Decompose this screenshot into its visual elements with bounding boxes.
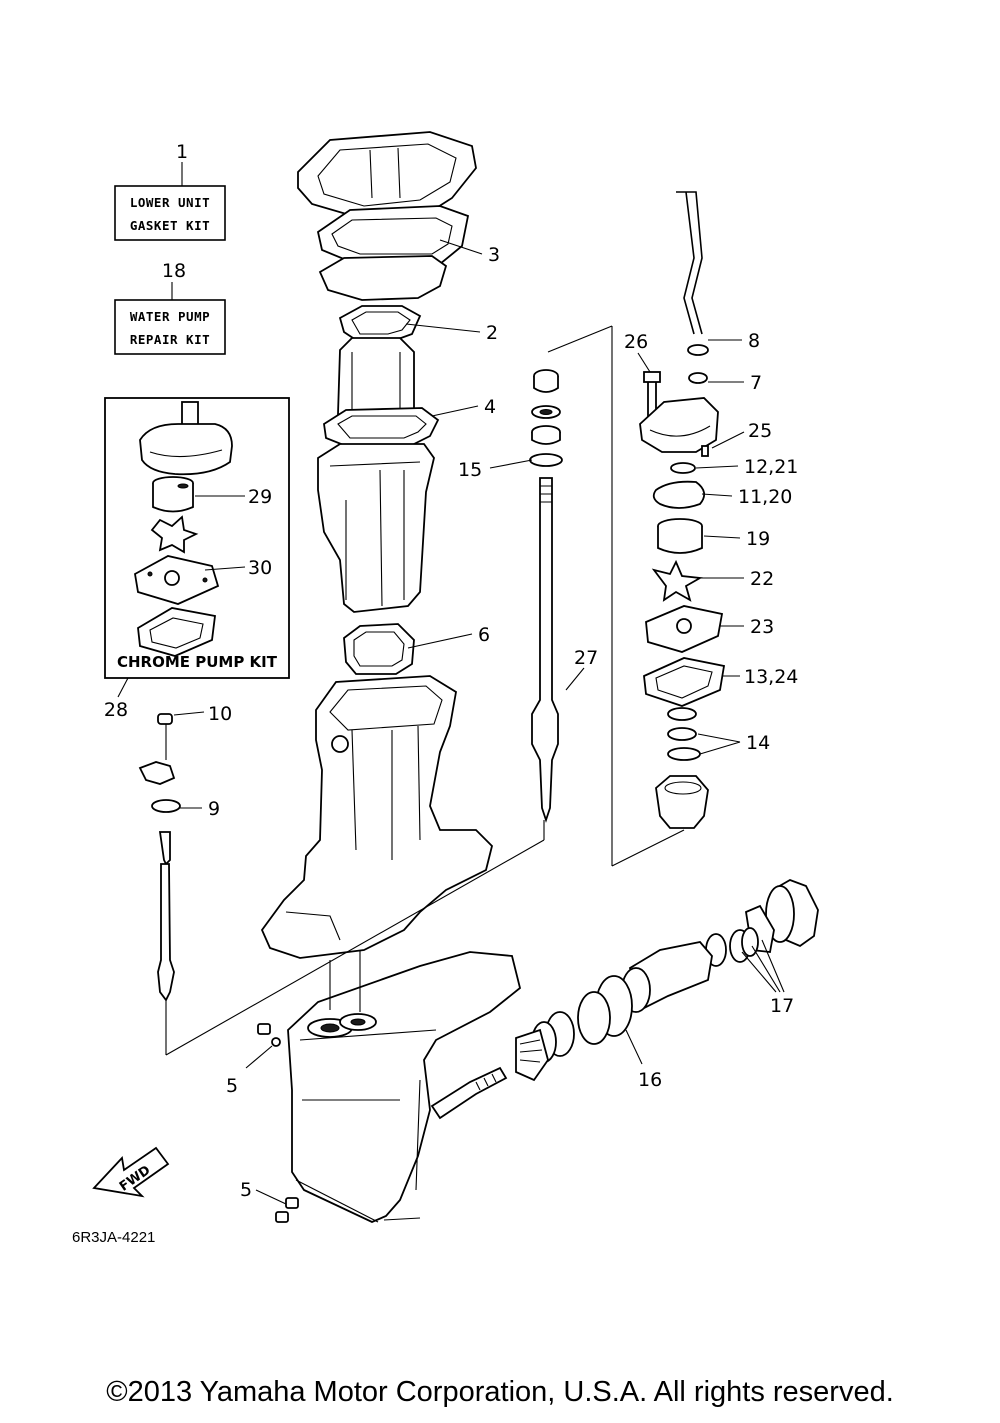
assembly-lines [165,325,685,1223]
callout-7: 7 [750,372,762,394]
copyright-notice: ©2013 Yamaha Motor Corporation, U.S.A. A… [106,1376,894,1408]
shift-rod [138,713,181,1002]
drawing-code: 6R3JA-4221 [72,1229,155,1246]
kit-number-28: 28 [104,699,128,721]
callout-8: 8 [748,330,760,352]
callouts: 3 2 4 6 15 27 10 9 5 5 16 17 8 7 26 25 [173,239,798,1205]
callout-26: 26 [624,331,648,353]
callout-4: 4 [484,396,496,418]
bolts [257,1023,299,1223]
chrome-pump-kit-title: CHROME PUMP KIT [117,653,278,671]
callout-17: 17 [770,995,794,1017]
callout-5-lower: 5 [240,1179,252,1201]
callout-19: 19 [746,528,770,550]
kit-label-line1: LOWER UNIT [130,195,210,210]
callout-22: 22 [750,568,774,590]
water-pump-assembly [639,191,726,829]
upper-case [260,675,493,959]
callout-16: 16 [638,1069,662,1091]
callout-10: 10 [208,703,232,725]
callout-6: 6 [478,624,490,646]
chrome-pump-kit: CHROME PUMP KIT 28 29 [104,397,290,721]
callout-23: 23 [750,616,774,638]
callout-13-24: 13,24 [744,666,798,688]
upper-casing-stack [297,131,477,675]
kit-label-line2: GASKET KIT [130,218,210,233]
callout-27: 27 [574,647,598,669]
lower-unit-gasket-kit: 1 LOWER UNIT GASKET KIT [114,141,226,241]
callout-15: 15 [458,459,482,481]
callout-25: 25 [748,420,772,442]
callout-11-20: 11,20 [738,486,792,508]
callout-30: 30 [248,557,272,579]
chrome-pump-insert [152,476,194,513]
callout-5-upper: 5 [226,1075,238,1097]
kit-number-1: 1 [176,141,188,163]
callout-9: 9 [208,798,220,820]
callout-12-21: 12,21 [744,456,798,478]
drive-shaft [529,369,563,823]
kit-label-line1: WATER PUMP [130,309,210,324]
callout-29: 29 [248,486,272,508]
chrome-pump-housing [139,401,233,476]
chrome-pump-impeller [150,515,199,554]
callout-2: 2 [486,322,498,344]
fwd-arrow-icon: FWD [92,1146,170,1198]
chrome-pump-gasket [137,607,216,657]
callout-14: 14 [746,732,770,754]
chrome-pump-plate [134,555,220,605]
callout-3: 3 [488,244,500,266]
propeller-shaft-housing [515,879,819,1082]
water-pump-repair-kit: 18 WATER PUMP REPAIR KIT [114,260,226,355]
kit-label-line2: REPAIR KIT [130,332,210,347]
kit-number-18: 18 [162,260,186,282]
lower-case [287,951,522,1223]
